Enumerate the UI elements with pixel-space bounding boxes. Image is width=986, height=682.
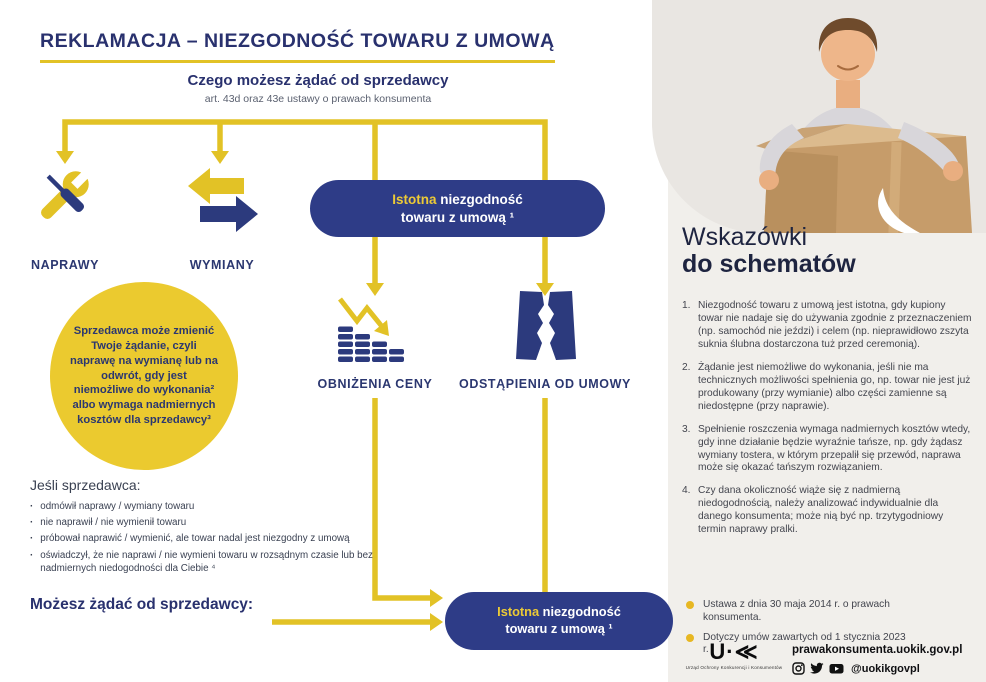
pill-line2: towaru z umową ¹ — [400, 209, 515, 225]
bullet-marker: · — [30, 517, 34, 529]
bullet-dot-icon — [686, 633, 694, 642]
swap-arrows-icon — [188, 168, 258, 232]
seller-change-request-note: Sprzedawca może zmienić Twoje żądanie, c… — [50, 282, 238, 470]
pill-highlight: Istotna — [392, 191, 437, 207]
page-title: REKLAMACJA – NIEZGODNOŚĆ TOWARU Z UMOWĄ — [40, 30, 555, 63]
pill-significant-nonconformity-bottom: Istotna niezgodność towaru z umową ¹ — [445, 592, 673, 650]
uokik-logo-caption: Urząd Ochrony Konkurencji i Konsumentów — [685, 665, 783, 671]
tips-heading-line2: do schematów — [682, 250, 856, 278]
youtube-icon — [829, 664, 844, 674]
website-url: prawakonsumenta.uokik.gov.pl — [792, 644, 963, 656]
list-item: Ustawa z dnia 30 maja 2014 r. o prawach … — [686, 599, 926, 625]
person-with-box-photo — [652, 0, 986, 233]
list-item: ·nie naprawił / nie wymienił towaru — [30, 517, 187, 529]
note-item: 3. Spełnienie roszczenia wymaga nadmiern… — [682, 423, 971, 474]
pill-line1: Istotna niezgodność — [497, 604, 621, 621]
uokik-logo-glyphs: U·≪ — [709, 639, 759, 664]
note-item: 2. Żądanie jest niemożliwe do wykonania,… — [682, 361, 971, 412]
pill-significant-nonconformity-top: Istotna niezgodność towaru z umową ¹ — [310, 180, 605, 237]
label-repairs: NAPRAWY — [30, 258, 100, 272]
pill-line1: Istotna niezgodność — [392, 191, 523, 209]
pill-rest: niezgodność — [436, 191, 523, 207]
bullet-marker: · — [30, 501, 34, 512]
social-row: @uokikgovpl — [792, 662, 920, 675]
list-item: ·odmówił naprawy / wymiany towaru — [30, 501, 195, 512]
bullet-dot-icon — [686, 601, 694, 609]
torn-jeans-icon — [516, 291, 576, 360]
label-exchanges: WYMIANY — [189, 258, 255, 272]
note-item: 4. Czy dana okoliczność wiąże się z nadm… — [682, 485, 944, 536]
pill-highlight: Istotna — [497, 604, 540, 620]
wrench-screwdriver-icon — [41, 169, 91, 219]
pill-line2: towaru z umową ¹ — [505, 621, 613, 636]
list-item: ·oświadczył, że nie naprawi / nie wymien… — [30, 549, 373, 574]
demand-heading: Możesz żądać od sprzedawcy: — [30, 596, 254, 613]
social-handle: @uokikgovpl — [851, 662, 920, 675]
legal-bullets: Ustawa z dnia 30 maja 2014 r. o prawach … — [686, 599, 926, 664]
seller-conditions-list: ·odmówił naprawy / wymiany towaru ·nie n… — [30, 500, 378, 578]
white-swoosh-accent — [878, 188, 920, 233]
pill-rest: niezgodność — [539, 604, 621, 620]
note-item: 1. Niezgodność towaru z umową jest istot… — [682, 300, 972, 350]
person-with-box-illustration — [756, 18, 972, 233]
coins-decline-arrow-icon — [338, 297, 404, 362]
uokik-logo: U·≪ Urząd Ochrony Konkurencji i Konsumen… — [684, 639, 784, 671]
bullet-marker: · — [30, 549, 34, 561]
tips-notes-list: 1. Niezgodność towaru z umową jest istot… — [682, 300, 972, 547]
legal-reference: art. 43d oraz 43e ustawy o prawach konsu… — [204, 93, 432, 105]
twitter-icon — [810, 662, 824, 674]
label-price-reduction: OBNIŻENIA CENY — [317, 377, 433, 391]
seller-conditions-heading: Jeśli sprzedawca: — [30, 477, 141, 493]
instagram-icon — [792, 662, 805, 675]
bullet-marker: · — [30, 533, 34, 545]
label-withdrawal: ODSTĄPIENIA OD UMOWY — [459, 377, 631, 391]
page-subtitle: Czego możesz żądać od sprzedawcy — [187, 72, 449, 89]
tips-heading: Wskazówki do schematów — [682, 224, 856, 278]
flow-arrowheads — [56, 151, 554, 631]
list-item: ·próbował naprawić / wymienić, ale towar… — [30, 533, 350, 545]
list-item: Dotyczy umów zawartych od 1 stycznia 202… — [686, 632, 926, 658]
tips-heading-line1: Wskazówki — [682, 223, 808, 251]
